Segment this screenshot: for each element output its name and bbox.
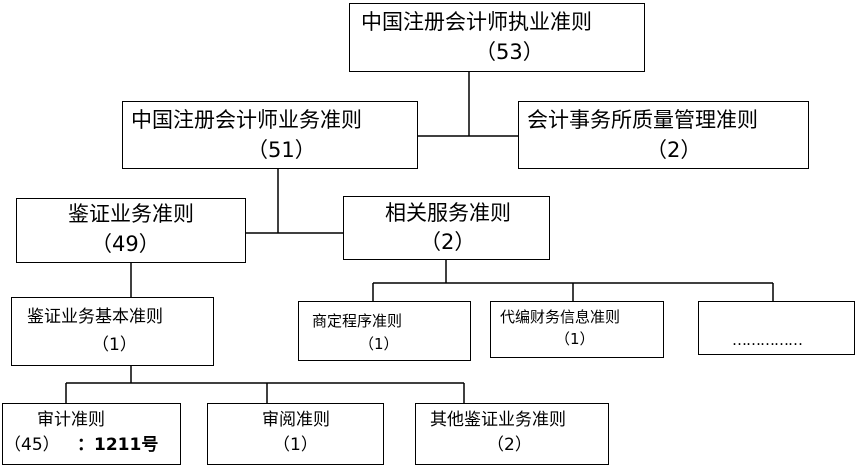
node-audit-count: （45）	[4, 435, 60, 455]
node-review-title: 审阅准则	[262, 410, 330, 430]
node-agreed-procedures-title: 商定程序准则	[312, 312, 403, 330]
node-agreed-procedures-count: （1）	[359, 335, 399, 353]
node-root-title: 中国注册会计师执业准则	[361, 10, 592, 34]
node-more	[698, 301, 855, 355]
node-audit	[2, 403, 181, 465]
node-review-count: （1）	[273, 435, 318, 455]
node-assurance	[16, 198, 246, 263]
node-more-ellipsis: ……………	[732, 331, 803, 349]
node-root	[349, 3, 645, 72]
node-related-title: 相关服务准则	[385, 201, 511, 225]
node-other-assurance-count: （2）	[487, 435, 532, 455]
node-other-assurance	[415, 403, 609, 465]
node-review	[207, 403, 384, 465]
node-compilation	[490, 301, 664, 358]
node-compilation-count: （1）	[555, 330, 595, 348]
node-agreed-procedures	[298, 301, 471, 361]
node-related	[343, 196, 550, 260]
node-assurance-title: 鉴证业务准则	[68, 202, 194, 226]
node-business-title: 中国注册会计师业务准则	[131, 108, 362, 132]
node-quality	[518, 101, 809, 169]
node-related-count: （2）	[420, 230, 476, 254]
node-assurance-basic-count: （1）	[92, 335, 137, 355]
node-quality-count: （2）	[646, 138, 702, 162]
node-business	[122, 101, 418, 169]
node-business-count: （51）	[247, 138, 316, 162]
node-assurance-basic-title: 鉴证业务基本准则	[27, 307, 163, 327]
node-assurance-basic	[11, 297, 214, 366]
node-other-assurance-title: 其他鉴证业务准则	[430, 410, 566, 430]
node-quality-title: 会计事务所质量管理准则	[527, 108, 758, 132]
node-root-count: （53）	[475, 40, 544, 64]
node-audit-extra: ：1211号	[77, 435, 159, 455]
node-assurance-count: （49）	[91, 232, 160, 256]
node-compilation-title: 代编财务信息准则	[500, 308, 621, 326]
node-audit-title: 审计准则	[37, 410, 105, 430]
